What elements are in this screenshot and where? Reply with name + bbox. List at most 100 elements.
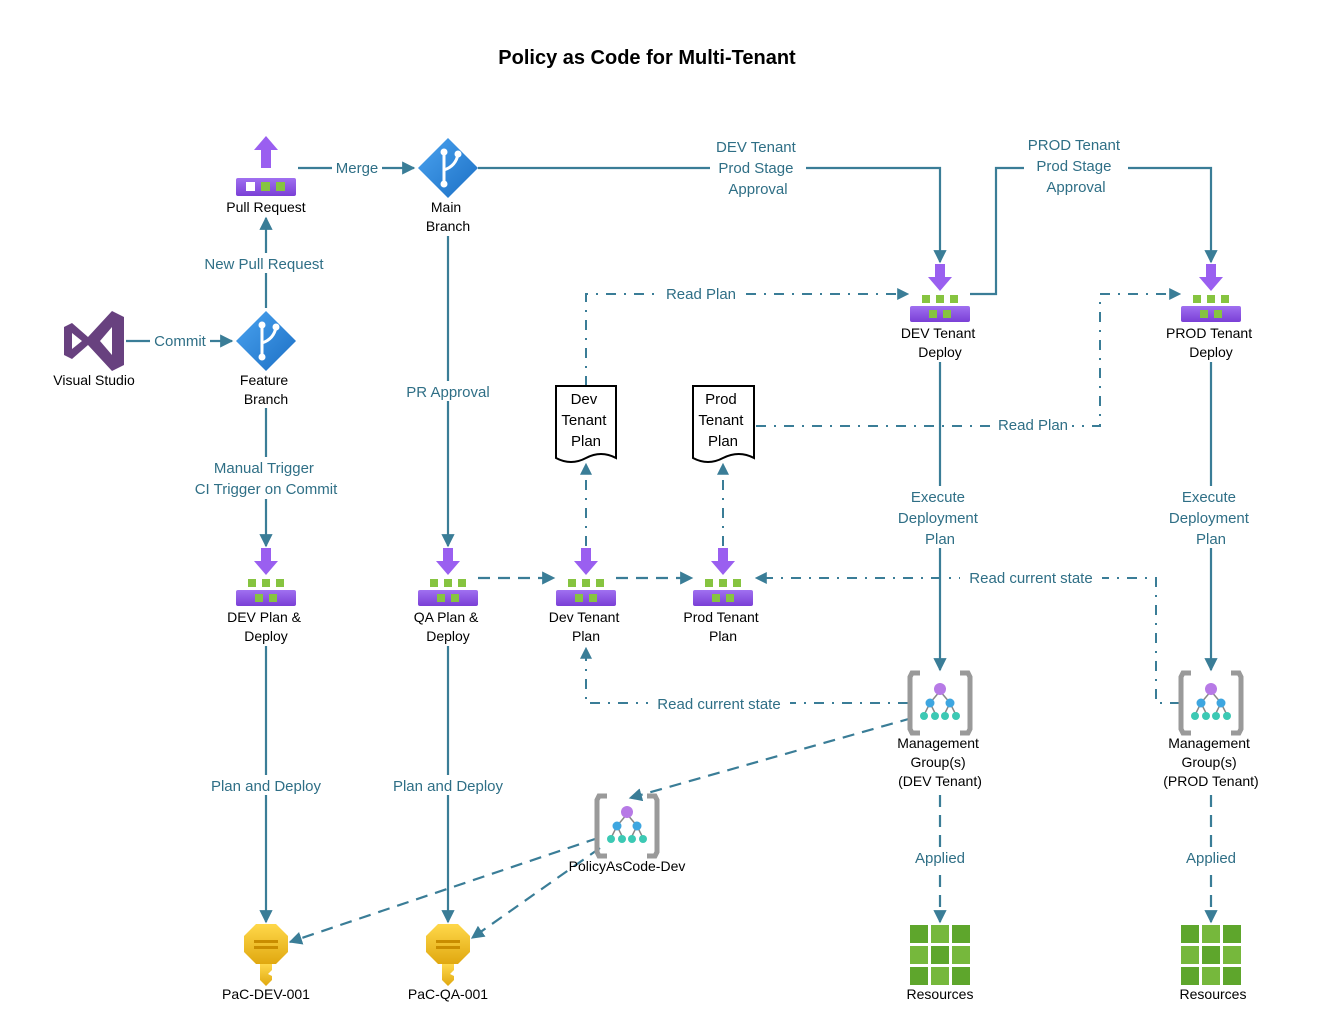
- feature-branch-icon: [234, 309, 298, 373]
- edge-label-applied-prod: Applied: [1186, 850, 1236, 867]
- node-feature-branch-label: Feature Branch: [240, 372, 292, 407]
- visual-studio-icon: [64, 311, 124, 371]
- management-group-prod-icon: [1181, 673, 1241, 733]
- key-dev-icon: [244, 924, 288, 986]
- edge-policyascode-to-key-dev: [288, 836, 599, 945]
- prod-tenant-deploy-pipeline-icon: [1181, 264, 1241, 322]
- node-pull-request-label: Pull Request: [226, 199, 305, 215]
- node-dev-plan-deploy-label: DEV Plan & Deploy: [227, 609, 305, 644]
- dev-tenant-plan-pipeline-icon: [556, 548, 616, 606]
- edge-read-state-prod: [754, 572, 1180, 704]
- doc-dev-tenant-plan-line2: Tenant: [561, 412, 607, 429]
- edge-label-manual-trigger: Manual Trigger CI Trigger on Commit: [195, 460, 338, 498]
- edge-dev-stage-approval: [478, 166, 947, 264]
- prod-tenant-plan-pipeline-icon: [693, 548, 753, 606]
- doc-dev-tenant-plan-line1: Dev: [571, 391, 598, 408]
- node-prod-tenant-plan-line2: Plan: [709, 628, 737, 644]
- doc-prod-tenant-plan-line1: Prod: [705, 391, 737, 408]
- edge-label-read-plan-prod: Read Plan: [998, 417, 1068, 434]
- node-resources-prod-label: Resources: [1180, 986, 1247, 1002]
- node-mg-prod-label: Management Group(s) (PROD Tenant): [1163, 735, 1258, 789]
- edge-label-dev-approval-line3: Approval: [728, 181, 787, 198]
- edge-label-execute-prod-line2: Deployment: [1169, 510, 1250, 527]
- node-main-branch-line2: Branch: [426, 218, 470, 234]
- node-prod-tenant-deploy-line1: PROD Tenant: [1166, 325, 1252, 341]
- edge-mg-to-policyascode: [628, 716, 913, 802]
- node-dev-tenant-plan-line1: Dev Tenant: [549, 609, 620, 625]
- edge-label-pr-approval: PR Approval: [406, 384, 489, 401]
- resources-prod-icon: [1181, 925, 1241, 985]
- node-qa-plan-deploy-line2: Deploy: [426, 628, 470, 644]
- node-qa-plan-deploy-line1: QA Plan &: [414, 609, 479, 625]
- qa-plan-deploy-pipeline-icon: [418, 548, 478, 606]
- edge-read-plan-dev: [585, 288, 910, 386]
- node-policyascode-dev-label: PolicyAsCode-Dev: [569, 858, 686, 874]
- dev-tenant-plan-document-icon: [555, 385, 617, 463]
- doc-dev-tenant-plan-line3: Plan: [571, 433, 601, 450]
- node-prod-tenant-deploy-label: PROD Tenant Deploy: [1166, 325, 1256, 360]
- doc-prod-tenant-plan-label: Prod Tenant Plan: [698, 391, 747, 450]
- key-qa-icon: [426, 924, 470, 986]
- edge-policyascode-to-key-qa: [470, 847, 601, 939]
- node-prod-tenant-deploy-line2: Deploy: [1189, 344, 1233, 360]
- node-dev-plan-deploy-line1: DEV Plan &: [227, 609, 302, 625]
- pull-request-node: [236, 136, 296, 196]
- node-key-dev-label: PaC-DEV-001: [222, 986, 310, 1002]
- edge-label-merge: Merge: [336, 160, 379, 177]
- edge-label-read-state-dev: Read current state: [657, 696, 780, 713]
- node-dev-tenant-deploy-line1: DEV Tenant: [901, 325, 976, 341]
- edge-label-execute-prod-line3: Plan: [1196, 531, 1226, 548]
- doc-dev-tenant-plan-label: Dev Tenant Plan: [561, 391, 610, 450]
- node-dev-tenant-plan-label: Dev Tenant Plan: [549, 609, 623, 644]
- edge-label-execute-dev: Execute Deployment Plan: [898, 489, 982, 548]
- edge-label-dev-approval: DEV Tenant Prod Stage Approval: [716, 139, 800, 198]
- node-mg-prod-line3: (PROD Tenant): [1163, 773, 1258, 789]
- node-visual-studio-label: Visual Studio: [53, 372, 135, 388]
- dev-tenant-deploy-pipeline-icon: [910, 264, 970, 322]
- edge-label-dev-approval-line1: DEV Tenant: [716, 139, 797, 156]
- node-resources-dev-label: Resources: [907, 986, 974, 1002]
- edge-label-execute-dev-line3: Plan: [925, 531, 955, 548]
- edge-read-plan-prod: [756, 288, 1182, 427]
- diagram-title: Policy as Code for Multi-Tenant: [498, 47, 796, 69]
- node-mg-prod-line2: Group(s): [1181, 754, 1236, 770]
- doc-prod-tenant-plan-line2: Tenant: [698, 412, 744, 429]
- node-mg-dev-line1: Management: [897, 735, 979, 751]
- edge-label-plan-deploy-dev: Plan and Deploy: [211, 778, 322, 795]
- edge-label-execute-dev-line1: Execute: [911, 489, 965, 506]
- main-branch-icon: [416, 136, 480, 200]
- node-dev-tenant-deploy-line2: Deploy: [918, 344, 962, 360]
- edge-label-execute-prod: Execute Deployment Plan: [1169, 489, 1253, 548]
- edge-label-manual-trigger-line1: Manual Trigger: [214, 460, 314, 477]
- node-dev-plan-deploy-line2: Deploy: [244, 628, 288, 644]
- node-dev-tenant-plan-line2: Plan: [572, 628, 600, 644]
- node-feature-branch-line1: Feature: [240, 372, 288, 388]
- edge-label-plan-deploy-qa: Plan and Deploy: [393, 778, 504, 795]
- policy-as-code-dev-icon: [597, 796, 657, 856]
- node-mg-dev-line2: Group(s): [910, 754, 965, 770]
- node-main-branch-line1: Main: [431, 199, 461, 215]
- edge-label-execute-dev-line2: Deployment: [898, 510, 979, 527]
- edge-prod-stage-approval: [970, 166, 1218, 296]
- edge-label-prod-approval-line3: Approval: [1046, 179, 1105, 196]
- edge-label-read-state-prod: Read current state: [969, 570, 1092, 587]
- edge-label-prod-approval-line1: PROD Tenant: [1028, 137, 1121, 154]
- edge-label-execute-prod-line1: Execute: [1182, 489, 1236, 506]
- edge-label-applied-dev: Applied: [915, 850, 965, 867]
- node-mg-dev-label: Management Group(s) (DEV Tenant): [897, 735, 983, 789]
- edge-label-read-plan-dev: Read Plan: [666, 286, 736, 303]
- node-dev-tenant-deploy-label: DEV Tenant Deploy: [901, 325, 979, 360]
- node-key-qa-label: PaC-QA-001: [408, 986, 488, 1002]
- management-group-dev-icon: [910, 673, 970, 733]
- node-prod-tenant-plan-label: Prod Tenant Plan: [683, 609, 762, 644]
- node-feature-branch-line2: Branch: [244, 391, 288, 407]
- resources-dev-icon: [910, 925, 970, 985]
- node-mg-dev-line3: (DEV Tenant): [898, 773, 982, 789]
- edge-label-prod-approval-line2: Prod Stage: [1036, 158, 1111, 175]
- node-prod-tenant-plan-line1: Prod Tenant: [683, 609, 758, 625]
- edge-label-prod-approval: PROD Tenant Prod Stage Approval: [1028, 137, 1124, 196]
- prod-tenant-plan-document-icon: [692, 385, 755, 463]
- node-main-branch-label: Main Branch: [426, 199, 470, 234]
- node-qa-plan-deploy-label: QA Plan & Deploy: [414, 609, 482, 644]
